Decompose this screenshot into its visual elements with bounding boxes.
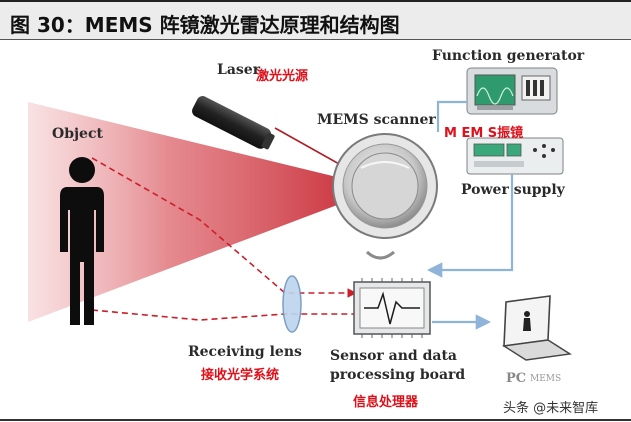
laser-device-icon — [192, 96, 275, 150]
laser-label: Laser — [217, 62, 261, 78]
mems-cn-label: M EM S振镜 — [444, 126, 524, 141]
title-bar: 图 30：MEMS 阵镜激光雷达原理和结构图 — [0, 0, 631, 40]
fg-to-mirror-connector — [436, 100, 467, 132]
receiving-cn-label: 接收光学系统 — [201, 368, 280, 383]
diagram: Laser 激光光源 Function generator MEMS scann… — [0, 40, 631, 422]
object-label: Object — [52, 126, 103, 142]
mems-scanner-icon — [332, 133, 438, 260]
object-person-icon — [60, 157, 104, 325]
power-to-board-connector — [426, 174, 514, 278]
pc-label: PC — [506, 371, 527, 386]
bottom-rule — [0, 419, 631, 421]
return-path-upper — [91, 157, 357, 298]
sensor-label-line2: processing board — [330, 367, 466, 383]
laser-cn-label: 激光光源 — [256, 69, 309, 84]
figure-title: 图 30：MEMS 阵镜激光雷达原理和结构图 — [10, 13, 400, 37]
sensor-cn-label: 信息处理器 — [353, 395, 419, 410]
pc-laptop-icon — [502, 295, 572, 361]
watermark: 头条 @未来智库 — [503, 401, 599, 416]
sensor-label-line1: Sensor and data — [330, 348, 457, 364]
pc-small-label: MEMS — [530, 374, 562, 384]
receiving-lens-label: Receiving lens — [188, 344, 302, 360]
mems-scanner-label: MEMS scanner — [317, 112, 436, 128]
power-supply-icon — [466, 137, 564, 175]
sensor-board-icon — [353, 278, 431, 338]
diagram-canvas — [28, 67, 572, 361]
return-path-lower — [91, 309, 355, 321]
scan-beam — [28, 102, 382, 322]
function-generator-label: Function generator — [432, 48, 585, 64]
receiving-lens-icon — [282, 275, 302, 333]
power-supply-label: Power supply — [461, 182, 565, 198]
function-generator-icon — [466, 67, 558, 115]
